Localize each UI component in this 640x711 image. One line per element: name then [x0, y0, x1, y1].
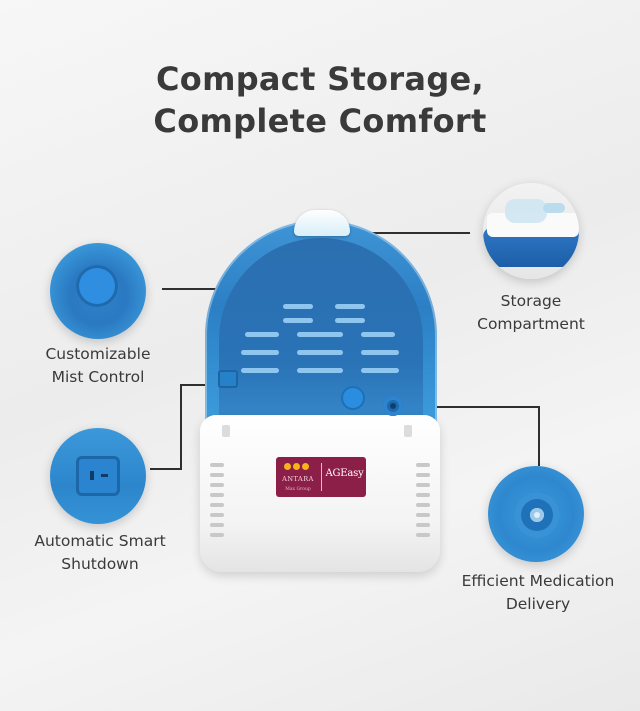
callout-storage-compartment	[483, 183, 579, 279]
label-storage-compartment: Storage Compartment	[452, 290, 610, 336]
label-shutdown-line-1: Automatic Smart	[34, 532, 166, 550]
grille-slot	[210, 483, 224, 487]
nebulizer-tube	[543, 203, 565, 213]
connector-storage	[338, 232, 470, 234]
logo-dot	[284, 463, 291, 470]
connector-delivery-v	[538, 406, 540, 466]
label-delivery-line-2: Delivery	[505, 595, 571, 613]
brand-left-sub: Max Group	[285, 487, 311, 492]
grille-slot	[210, 533, 224, 537]
grille-slot	[416, 463, 430, 467]
outlet-core-closeup	[530, 508, 544, 522]
grille-slot	[210, 523, 224, 527]
vent-slot	[361, 332, 395, 337]
mist-knob-closeup	[76, 265, 118, 307]
switch-mark-on	[90, 471, 94, 480]
grille-slot	[416, 483, 430, 487]
nebulizer-device: ANTARA Max Group AGEasy	[200, 210, 440, 572]
grille-slot	[416, 493, 430, 497]
vent-slot	[297, 332, 343, 337]
label-mist-line-2: Mist Control	[51, 368, 145, 386]
label-medication-delivery: Efficient Medication Delivery	[448, 570, 628, 616]
vent-slot	[361, 368, 399, 373]
connector-shutdown-v	[180, 384, 182, 470]
vent-slot	[245, 332, 279, 337]
callout-smart-shutdown	[50, 428, 146, 524]
brand-right-name: AGEasy	[325, 468, 364, 479]
brand-left-panel: ANTARA Max Group	[276, 457, 320, 497]
label-mist-control: Customizable Mist Control	[18, 343, 178, 389]
grille-slot	[210, 493, 224, 497]
label-delivery-line-1: Efficient Medication	[461, 572, 615, 590]
grille-slot	[210, 513, 224, 517]
connector-shutdown-h2	[150, 468, 182, 470]
mist-control-button[interactable]	[341, 386, 365, 410]
vent-slot	[361, 350, 399, 355]
vent-slot	[283, 318, 313, 323]
grille-slot	[416, 513, 430, 517]
label-storage-line-1: Storage	[500, 292, 562, 310]
vent-slot	[283, 304, 313, 309]
title-line-2: Complete Comfort	[153, 102, 487, 140]
brand-badge: ANTARA Max Group AGEasy	[276, 457, 366, 497]
callout-mist-control	[50, 243, 146, 339]
grille-slot	[416, 503, 430, 507]
vent-slot	[297, 350, 343, 355]
power-switch[interactable]	[218, 370, 238, 388]
label-smart-shutdown: Automatic Smart Shutdown	[14, 530, 186, 576]
lid-clip-left	[222, 425, 230, 437]
label-shutdown-line-2: Shutdown	[61, 555, 139, 573]
connector-delivery-h	[396, 406, 540, 408]
logo-dot	[302, 463, 309, 470]
vent-slot	[335, 304, 365, 309]
lid-knob[interactable]	[294, 210, 350, 236]
switch-mark-off	[101, 474, 108, 477]
vent-slot	[241, 368, 279, 373]
vent-slot	[241, 350, 279, 355]
grille-slot	[416, 523, 430, 527]
grille-slot	[210, 473, 224, 477]
connector-shutdown-h1	[180, 384, 228, 386]
medication-outlet	[383, 396, 403, 416]
grille-slot	[416, 533, 430, 537]
nebulizer-mask	[505, 199, 547, 223]
callout-medication-delivery	[488, 466, 584, 562]
lid-clip-right	[404, 425, 412, 437]
brand-left-name: ANTARA	[282, 475, 314, 483]
device-base: ANTARA Max Group AGEasy	[200, 415, 440, 572]
label-storage-line-2: Compartment	[477, 315, 585, 333]
grille-slot	[210, 503, 224, 507]
title-line-1: Compact Storage,	[156, 60, 484, 98]
logo-dot	[293, 463, 300, 470]
brand-divider	[321, 463, 322, 491]
switch-closeup	[76, 456, 120, 496]
brand-logo-dots	[284, 463, 311, 472]
page-title: Compact Storage, Complete Comfort	[0, 58, 640, 142]
vent-slot	[297, 368, 343, 373]
grille-slot	[416, 473, 430, 477]
label-mist-line-1: Customizable	[45, 345, 151, 363]
grille-slot	[210, 463, 224, 467]
vent-slot	[335, 318, 365, 323]
